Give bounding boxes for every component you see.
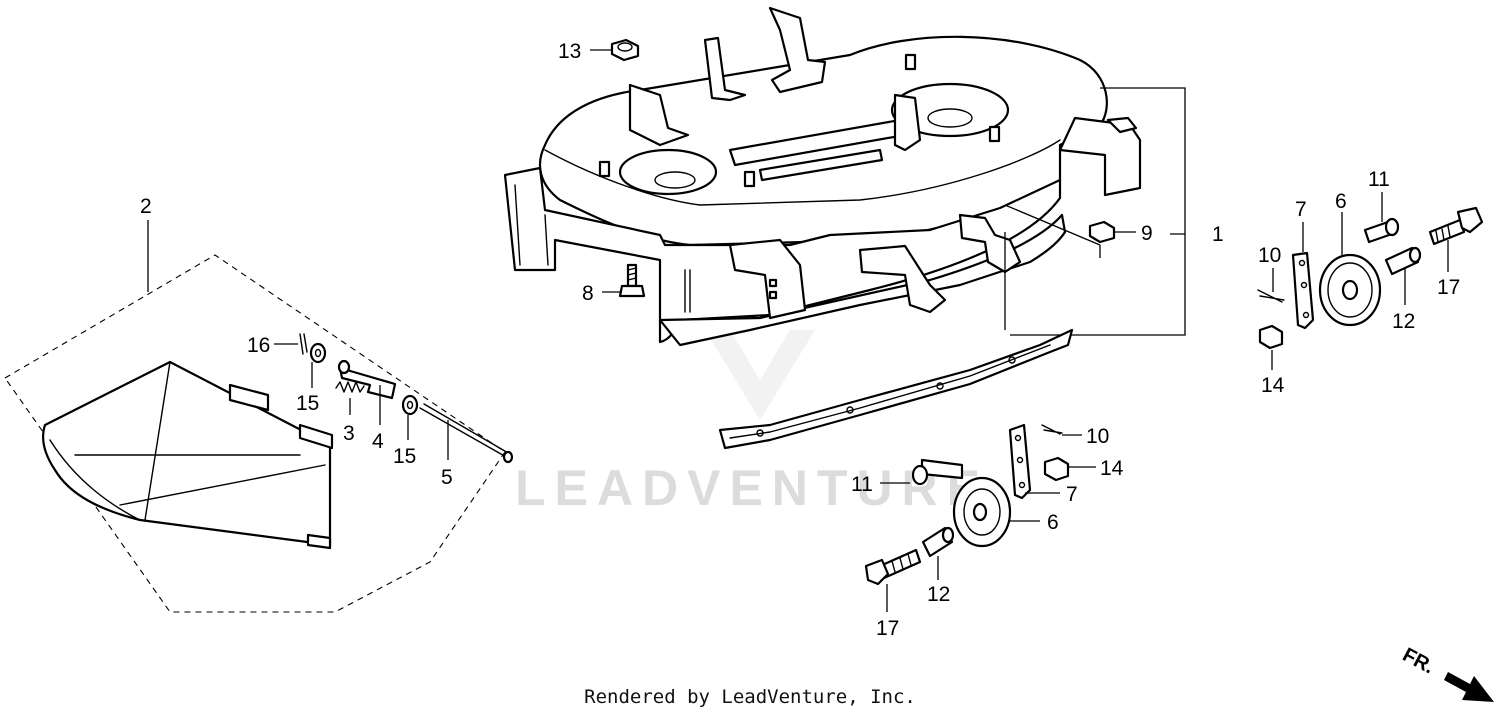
chute-bracket-shape [338, 366, 397, 400]
flange-bolt-right [1428, 218, 1466, 246]
callout-flange-nut: 13 [558, 40, 581, 63]
callout-spacer-right: 12 [1392, 310, 1415, 333]
callout-nut-right: 14 [1261, 374, 1285, 397]
callout-roller-bracket-front: 7 [1066, 483, 1078, 506]
watermark-text: LEADVENTURE [515, 460, 989, 516]
callout-washer-upper: 15 [296, 392, 319, 415]
callout-spacer-front: 12 [927, 583, 950, 606]
washer-upper-shape [309, 342, 327, 364]
roller-mount-left [728, 238, 807, 320]
spring-shape [335, 381, 365, 393]
deck-leader [1010, 87, 1186, 336]
callout-roller-bracket-right: 7 [1295, 198, 1307, 221]
flange-nut-13 [610, 38, 640, 62]
front-label: FR. [1399, 644, 1438, 679]
callout-deck-bolt: 8 [582, 282, 594, 305]
roller-bracket-front [1008, 423, 1032, 500]
pin-front [1041, 424, 1063, 435]
discharge-chute [41, 360, 334, 550]
callout-nut-front: 14 [1100, 457, 1124, 480]
washer-lower-shape [401, 394, 419, 416]
blade-hub-right [890, 82, 1010, 138]
mower-deck [503, 6, 1142, 347]
callout-cotter-pin: 16 [247, 334, 270, 357]
pin-right [1257, 289, 1285, 303]
footer-credit: Rendered by LeadVenture, Inc. [584, 686, 916, 708]
chute-rod-shape [419, 403, 511, 459]
leader-lines [147, 49, 1449, 612]
chute-assembly-boundary [4, 254, 506, 613]
callout-pin-right: 10 [1258, 244, 1281, 267]
callout-roller-right: 6 [1335, 190, 1347, 213]
roller-set-right [1257, 206, 1484, 350]
cotter-pin-shape [299, 333, 308, 355]
anti-scalp-bar [718, 328, 1074, 450]
callout-deck: 1 [1212, 223, 1224, 246]
callout-collar-bolt-front: 11 [851, 473, 873, 496]
callout-roller-front: 6 [1047, 511, 1059, 534]
callout-washer-lower: 15 [393, 445, 416, 468]
callout-chute-rod: 5 [441, 466, 453, 489]
callout-chute-bracket: 4 [372, 430, 384, 453]
nut-front [1043, 456, 1070, 482]
deck-bolt-8 [618, 263, 646, 298]
chute-hardware [299, 333, 514, 464]
roller-set-front [864, 423, 1070, 586]
roller-bracket-right [1291, 251, 1315, 330]
callout-pin-front: 10 [1086, 425, 1109, 448]
callout-collar-bolt-right: 11 [1368, 168, 1390, 191]
callout-labels: 1 2 3 4 5 6 6 7 7 8 9 10 10 11 11 12 12 … [140, 40, 1460, 640]
callout-flange-bolt-front: 17 [876, 617, 899, 640]
front-arrow-icon [1444, 672, 1494, 702]
callout-spring: 3 [343, 422, 355, 445]
callout-discharge-chute: 2 [140, 195, 152, 218]
callout-deck-nut: 9 [1141, 222, 1153, 245]
deck-nut-9 [1088, 220, 1116, 244]
nut-right [1258, 324, 1284, 350]
callout-flange-bolt-right: 17 [1437, 276, 1460, 299]
